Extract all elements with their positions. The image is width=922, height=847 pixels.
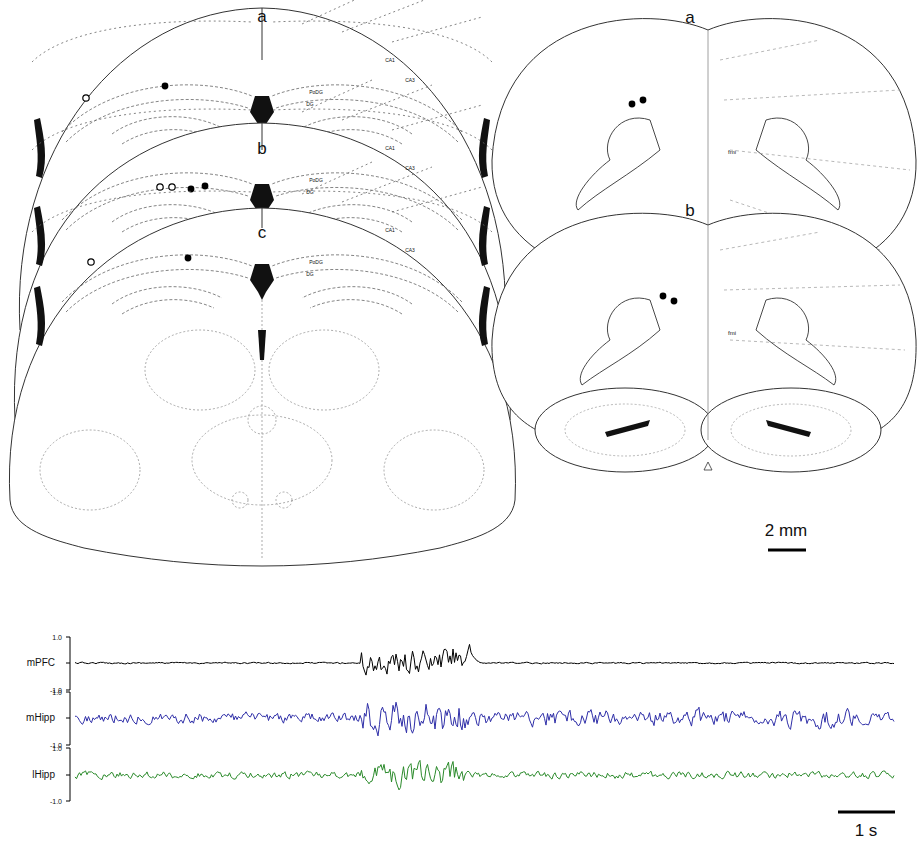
axis-label: -1.0 [50, 798, 62, 805]
region-label: CA1 [385, 228, 395, 233]
axis-label: mPFC [27, 658, 55, 668]
panel-letter: a [685, 9, 694, 26]
scale-bar [838, 811, 895, 814]
axis-label: mHipp [26, 713, 55, 723]
axis-label: 1.0 [52, 689, 62, 696]
region-label: CA3 [405, 78, 415, 83]
region-label: PoDG [309, 90, 323, 95]
region-label: fmi [728, 149, 736, 155]
region-label: CA3 [405, 166, 415, 171]
region-label: PoDG [309, 178, 323, 183]
lfp-trace [75, 702, 894, 736]
axis-label: lHipp [32, 770, 55, 780]
region-label: CA3 [405, 248, 415, 253]
panel-letter: 2 mm [765, 522, 808, 539]
axis-label: 1.0 [52, 634, 62, 641]
region-label: DG [306, 272, 314, 277]
region-label: PoDG [309, 260, 323, 265]
lfp-trace [75, 644, 894, 675]
region-label: fmi [728, 330, 736, 336]
panel-letter: c [258, 224, 267, 241]
panel-letter: b [685, 202, 694, 219]
panel-letter: 1 s [855, 822, 878, 839]
lfp-trace [75, 760, 894, 790]
panel-letter: a [257, 8, 266, 25]
panel-letter: b [257, 140, 266, 157]
scale-bar [768, 549, 806, 552]
region-label: DG [306, 102, 314, 107]
axis-label: 1.0 [52, 745, 62, 752]
region-label: DG [306, 190, 314, 195]
region-label: CA1 [385, 146, 395, 151]
region-label: CA1 [385, 58, 395, 63]
